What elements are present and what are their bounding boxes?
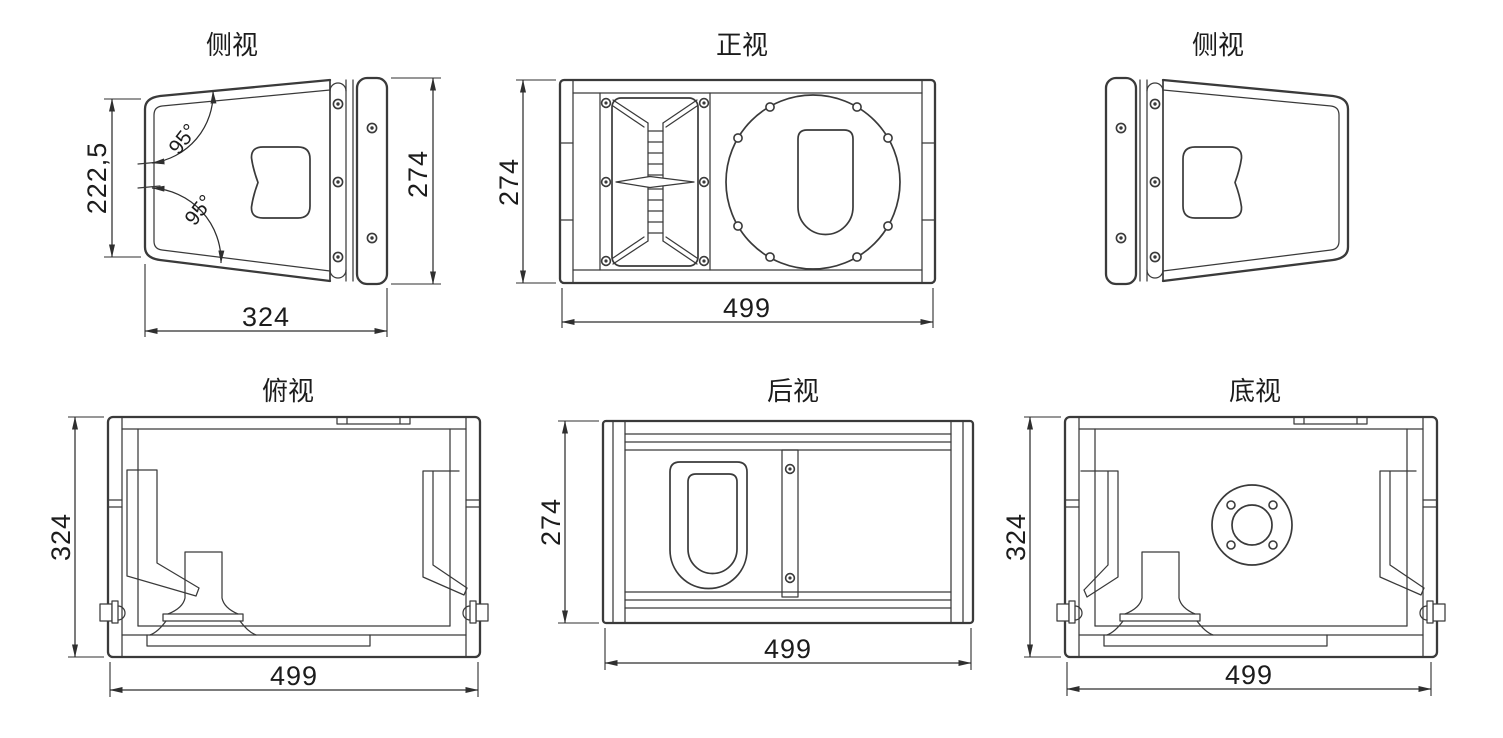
woofer-port-cutout <box>797 129 854 236</box>
dim-label-width: 499 <box>270 661 318 691</box>
rear-handle-cutout <box>669 461 748 590</box>
dim-label-depth: 324 <box>46 513 76 561</box>
view-title-side-right: 侧视 <box>1192 31 1244 60</box>
dimension-width: 499 <box>561 288 934 328</box>
pole-mount-flange <box>1211 484 1293 566</box>
dimension-width: 499 <box>1066 660 1432 696</box>
dim-label-front-height: 222,5 <box>82 142 112 215</box>
dim-label-width: 499 <box>764 634 812 664</box>
dimension-height: 274 <box>494 79 556 284</box>
view-top: 俯视 324 499 <box>46 377 490 697</box>
view-side-right: 侧视 <box>1104 31 1350 286</box>
dimension-front-height: 222,5 <box>82 98 141 258</box>
angle-label-top: 95° <box>164 120 202 159</box>
view-side-left: 侧视 95° 95° 222,5 274 324 <box>82 31 441 337</box>
view-title-rear: 后视 <box>767 377 819 406</box>
view-bottom: 底视 324 499 <box>1001 377 1447 696</box>
bottom-cabinet-drawing <box>1055 415 1447 659</box>
side-cabinet-drawing-mirrored <box>1104 76 1350 286</box>
dimension-depth: 324 <box>144 264 388 337</box>
rear-cabinet-drawing <box>601 419 975 625</box>
left-wedge-brace <box>1080 470 1119 598</box>
dim-label-height: 274 <box>494 158 524 206</box>
phase-plug-arrow <box>615 175 695 189</box>
angle-label-bottom: 95° <box>180 191 218 230</box>
woofer <box>725 94 901 270</box>
dimension-height: 274 <box>536 420 599 624</box>
dim-label-height: 274 <box>536 498 566 546</box>
top-cabinet-drawing <box>98 415 490 659</box>
left-wedge-brace <box>126 469 200 597</box>
dimension-width: 499 <box>604 628 972 670</box>
dim-label-depth: 324 <box>242 302 290 332</box>
dimension-back-height: 274 <box>391 77 441 285</box>
view-rear: 后视 274 499 <box>536 377 975 670</box>
side-cabinet-drawing <box>143 76 389 286</box>
angle-annotations: 95° 95° <box>137 90 225 264</box>
dim-label-depth: 324 <box>1001 513 1031 561</box>
view-title-front: 正视 <box>716 31 768 60</box>
dim-label-width: 499 <box>1225 660 1273 690</box>
view-title-bottom: 底视 <box>1229 377 1281 406</box>
front-cabinet-drawing <box>558 78 937 285</box>
dimension-width: 499 <box>109 661 479 697</box>
view-title-side-left: 侧视 <box>206 31 258 60</box>
view-front: 正视 <box>494 31 937 328</box>
dimension-depth: 324 <box>46 416 104 658</box>
dim-label-back-height: 274 <box>403 150 433 198</box>
view-title-top: 俯视 <box>262 377 314 406</box>
dim-label-width: 499 <box>723 293 771 323</box>
tweeter-horn <box>599 92 711 271</box>
rear-center-strip <box>781 449 799 598</box>
dimension-depth: 324 <box>1001 416 1061 658</box>
